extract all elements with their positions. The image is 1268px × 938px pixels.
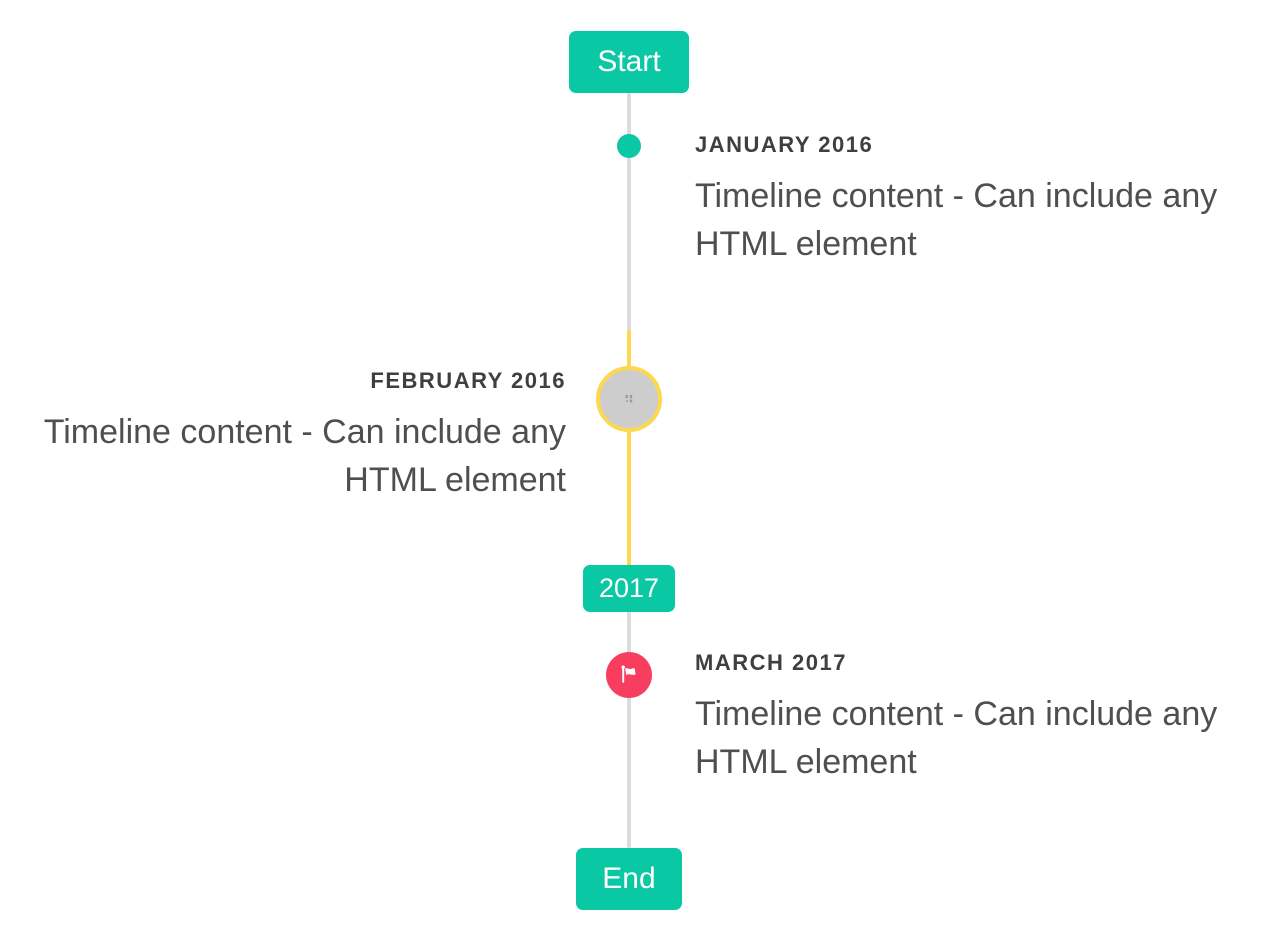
entry-content: Timeline content - Can include any HTML …	[695, 695, 1218, 781]
february-marker-circle	[596, 366, 662, 432]
broken-image-icon	[625, 395, 633, 403]
timeline-line-highlight	[627, 330, 631, 567]
entry-content: Timeline content - Can include any HTML …	[43, 413, 566, 499]
year-badge: 2017	[583, 565, 675, 612]
entry-date: JANUARY 2016	[695, 132, 874, 157]
entry-content: Timeline content - Can include any HTML …	[695, 177, 1218, 263]
timeline-entry-february: FEBRUARY 2016 Timeline content - Can inc…	[6, 368, 566, 504]
march-marker-flag	[606, 652, 652, 698]
entry-date: MARCH 2017	[695, 650, 847, 675]
entry-date: FEBRUARY 2016	[370, 368, 566, 393]
end-badge: End	[576, 848, 682, 910]
january-marker-dot	[617, 134, 641, 158]
flag-icon	[621, 665, 636, 683]
timeline-entry-january: JANUARY 2016 Timeline content - Can incl…	[695, 132, 1255, 268]
timeline-entry-march: MARCH 2017 Timeline content - Can includ…	[695, 650, 1255, 786]
start-badge: Start	[569, 31, 689, 93]
